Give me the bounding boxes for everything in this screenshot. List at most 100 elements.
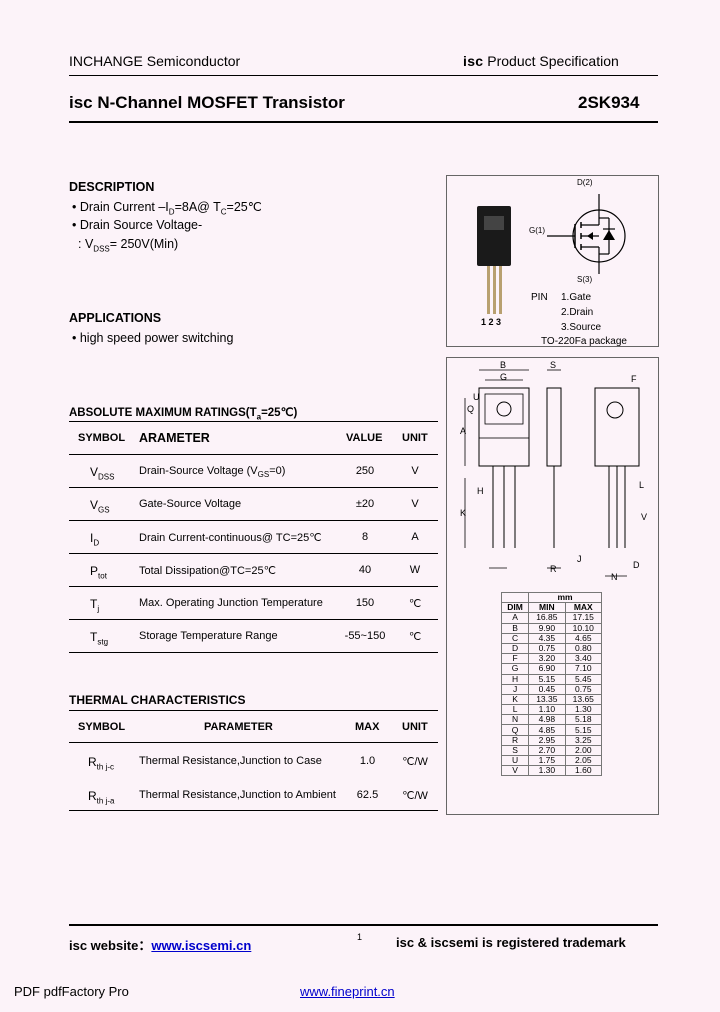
company-name: INCHANGE Semiconductor (69, 53, 241, 69)
abs-unit: W (409, 564, 421, 576)
dim-unit: mm (528, 591, 602, 604)
dim-cell-max: 2.05 (564, 754, 603, 767)
dim-cell-letter: N (500, 714, 530, 726)
dim-col-min: MIN (528, 602, 566, 614)
header-rule-top (69, 75, 658, 76)
part-number: 2SK934 (578, 93, 640, 112)
dim-label-u: U (473, 392, 480, 402)
dim-cell-max: 2.00 (564, 744, 603, 757)
abs-col-unit: UNIT (402, 432, 428, 444)
dim-cell-min: 0.45 (528, 683, 566, 695)
pin-s-label: S(3) (577, 275, 593, 284)
page-mark: 1 (357, 932, 363, 942)
abs-row-rule (69, 586, 438, 587)
dim-cell-min: 5.15 (528, 673, 566, 685)
spec-suffix: Product Specification (487, 53, 619, 69)
abs-row-rule (69, 520, 438, 521)
dim-cell-max: 7.10 (564, 663, 603, 675)
dim-cell-letter: B (500, 622, 530, 634)
dim-cell-min: 4.35 (528, 632, 566, 644)
dim-label-k: K (460, 508, 467, 518)
dim-cell-min: 3.20 (528, 653, 566, 665)
abs-param: Max. Operating Junction Temperature (139, 597, 323, 609)
thermal-rule (69, 742, 438, 743)
abs-row-rule (69, 553, 438, 554)
dim-cell-max: 0.80 (564, 642, 603, 655)
thermal-unit: ℃/W (402, 790, 428, 802)
dim-label-b: B (500, 360, 507, 370)
abs-symbol: VGS (90, 498, 110, 515)
dim-cell-max: 1.60 (564, 765, 603, 777)
dim-label-g: G (500, 372, 508, 382)
dim-label-q: Q (467, 404, 475, 414)
website-link[interactable]: www.iscsemi.cn (151, 938, 252, 953)
abs-param: Drain Current-continuous@ TC=25℃ (139, 532, 322, 544)
thermal-max: 62.5 (356, 789, 379, 801)
abs-unit: V (411, 465, 419, 477)
thermal-rule-top (69, 710, 438, 711)
dim-label-h: H (477, 486, 484, 496)
abs-param: Total Dissipation@TC=25℃ (139, 565, 276, 577)
package-photo (477, 194, 626, 314)
dim-label-f: F (631, 374, 637, 384)
footer-rule (69, 924, 658, 926)
dim-cell-max: 13.65 (564, 693, 603, 706)
dim-cell-min: 1.30 (528, 765, 566, 777)
dim-cell-min: 1.75 (528, 754, 566, 767)
dim-cell-letter: J (500, 683, 530, 695)
dim-cell-letter: U (500, 754, 530, 767)
dim-label-s: S (550, 360, 557, 370)
dim-cell-letter: S (500, 744, 530, 757)
dim-cell-min: 16.85 (528, 612, 566, 624)
dim-label-l: L (639, 480, 645, 490)
thermal-unit: ℃/W (402, 756, 428, 768)
abs-symbol: Ptot (90, 564, 107, 581)
abs-symbol: Tj (90, 597, 100, 614)
dim-cell-max: 4.65 (564, 632, 603, 644)
website-label: isc website： (69, 938, 152, 953)
abs-value: -55~150 (344, 630, 386, 642)
abs-max-heading: ABSOLUTE MAXIMUM RATINGS(Ta=25℃) (69, 407, 298, 422)
dim-cell-min: 2.95 (528, 734, 566, 746)
pin-2: 2.Drain (561, 307, 594, 318)
fineprint-link[interactable]: www.fineprint.cn (300, 984, 395, 999)
dim-cell-max: 0.75 (564, 683, 603, 695)
pdf-factory-label: PDF pdfFactory Pro (14, 984, 129, 999)
dim-label-n: N (611, 572, 618, 582)
description-line-1: • Drain Current –ID=8A@ TC=25℃ (72, 200, 262, 217)
pin-3: 3.Source (561, 322, 602, 333)
abs-col-param: ARAMETER (139, 431, 210, 445)
spec-label: isc Product Specification (463, 53, 619, 69)
dim-label-r: R (550, 564, 557, 574)
thermal-symbol: Rth j-c (88, 755, 115, 772)
dim-cell-max: 10.10 (564, 622, 603, 634)
abs-value: 40 (358, 564, 372, 576)
dim-cell-letter: F (500, 653, 530, 665)
header-rule-bottom (69, 121, 658, 123)
package-outline-drawing (464, 369, 640, 577)
abs-value: 250 (355, 465, 375, 477)
dim-label-d: D (633, 560, 640, 570)
dim-cell-min: 1.10 (528, 704, 566, 716)
thermal-heading: THERMAL CHARACTERISTICS (69, 693, 246, 707)
abs-value: ±20 (355, 498, 375, 510)
dim-col-max: MAX (564, 602, 603, 614)
spec-prefix: isc (463, 53, 484, 69)
applications-heading: APPLICATIONS (69, 311, 162, 325)
dim-cell-min: 4.98 (528, 714, 566, 726)
abs-param: Gate-Source Voltage (139, 498, 242, 510)
abs-row-rule (69, 652, 438, 653)
dim-cell-max: 5.15 (564, 724, 603, 736)
dim-cell-max: 5.45 (564, 673, 603, 685)
dim-cell-min: 6.90 (528, 663, 566, 675)
dim-col-dim: DIM (500, 602, 530, 614)
